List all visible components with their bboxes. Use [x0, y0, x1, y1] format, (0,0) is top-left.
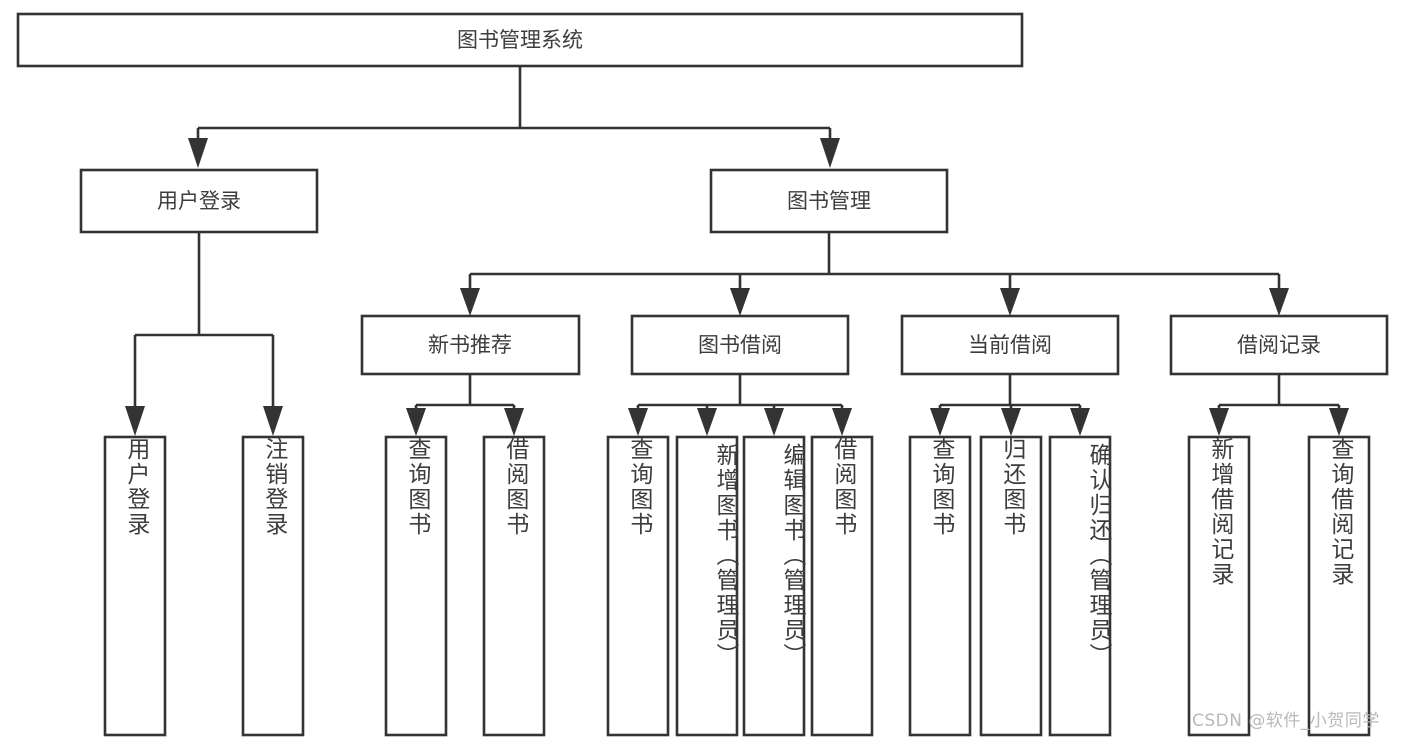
node-leaf-query-record-rect[interactable]: [1307, 435, 1371, 737]
connector-user-login-to-leaves: [125, 232, 283, 436]
arrowhead-leaf-query-book-3: [930, 408, 950, 436]
arrowhead-new-book-rec: [460, 288, 480, 316]
arrowhead-leaf-user-login: [125, 406, 145, 436]
arrowhead-book-manage: [820, 138, 840, 168]
arrowhead-leaf-borrow-book-2: [832, 408, 852, 436]
arrowhead-leaf-query-book-1: [406, 408, 426, 436]
arrowhead-leaf-return-book: [1001, 408, 1021, 436]
arrowhead-leaf-add-book: [697, 408, 717, 436]
csdn-watermark: CSDN @软件_小贺同学: [1192, 711, 1380, 731]
node-leaf-user-login-rect[interactable]: [103, 435, 167, 737]
node-leaf-borrow-book-1-rect[interactable]: [482, 435, 546, 737]
arrowhead-user-login: [188, 138, 208, 168]
node-new-book-rec-rect[interactable]: [360, 314, 581, 376]
node-root[interactable]: 图书管理系统: [16, 12, 1024, 68]
node-book-manage-label: 图书管理: [787, 189, 871, 213]
node-leaf-confirm-return-rect[interactable]: [1048, 435, 1112, 737]
arrowhead-leaf-confirm-return: [1070, 408, 1090, 436]
node-user-login[interactable]: 用户登录: [79, 168, 319, 234]
node-new-book-rec-label: 新书推荐: [428, 333, 512, 357]
node-user-login-label: 用户登录: [157, 189, 241, 213]
node-borrow-record[interactable]: 借阅记录: [1169, 314, 1389, 376]
node-borrow-record-label: 借阅记录: [1237, 333, 1321, 357]
connector-current-borrow-to-leaves: [930, 374, 1090, 436]
node-leaf-query-book-3-rect[interactable]: [908, 435, 972, 737]
connector-new-book-rec-to-leaves: [406, 374, 524, 436]
arrowhead-current-borrow: [1000, 288, 1020, 316]
arrowhead-leaf-add-record: [1209, 408, 1229, 436]
node-borrow-record-rect[interactable]: [1169, 314, 1389, 376]
connector-borrow-record-to-leaves: [1209, 374, 1349, 436]
node-book-borrow-rect[interactable]: [630, 314, 850, 376]
node-leaf-add-record-rect[interactable]: [1187, 435, 1251, 737]
node-current-borrow[interactable]: 当前借阅: [900, 314, 1120, 376]
node-book-borrow-label: 图书借阅: [698, 333, 782, 357]
node-root-rect[interactable]: [16, 12, 1024, 68]
leaf-node-rects: [103, 435, 1371, 737]
arrowhead-leaf-query-book-2: [628, 408, 648, 436]
node-leaf-logout-rect[interactable]: [241, 435, 305, 737]
node-book-manage-rect[interactable]: [709, 168, 949, 234]
node-leaf-add-book-rect[interactable]: [675, 435, 739, 737]
node-new-book-rec[interactable]: 新书推荐: [360, 314, 581, 376]
arrowhead-leaf-borrow-book-1: [504, 408, 524, 436]
node-leaf-query-book-2-rect[interactable]: [606, 435, 670, 737]
node-current-borrow-rect[interactable]: [900, 314, 1120, 376]
arrowhead-leaf-query-record: [1329, 408, 1349, 436]
connector-book-borrow-to-leaves: [628, 374, 852, 436]
node-user-login-rect[interactable]: [79, 168, 319, 234]
node-leaf-borrow-book-2-rect[interactable]: [810, 435, 874, 737]
node-book-manage[interactable]: 图书管理: [709, 168, 949, 234]
node-current-borrow-label: 当前借阅: [968, 333, 1052, 357]
node-leaf-query-book-1-rect[interactable]: [384, 435, 448, 737]
node-leaf-return-book-rect[interactable]: [979, 435, 1043, 737]
arrowhead-borrow-record: [1269, 288, 1289, 316]
node-root-label: 图书管理系统: [457, 28, 583, 52]
node-leaf-edit-book-rect[interactable]: [742, 435, 806, 737]
arrowhead-book-borrow: [730, 288, 750, 316]
arrowhead-leaf-edit-book: [764, 408, 784, 436]
connector-root-to-level2: [188, 66, 840, 168]
connector-book-manage-to-level3: [460, 232, 1289, 316]
arrowhead-leaf-logout: [263, 406, 283, 436]
node-book-borrow[interactable]: 图书借阅: [630, 314, 850, 376]
